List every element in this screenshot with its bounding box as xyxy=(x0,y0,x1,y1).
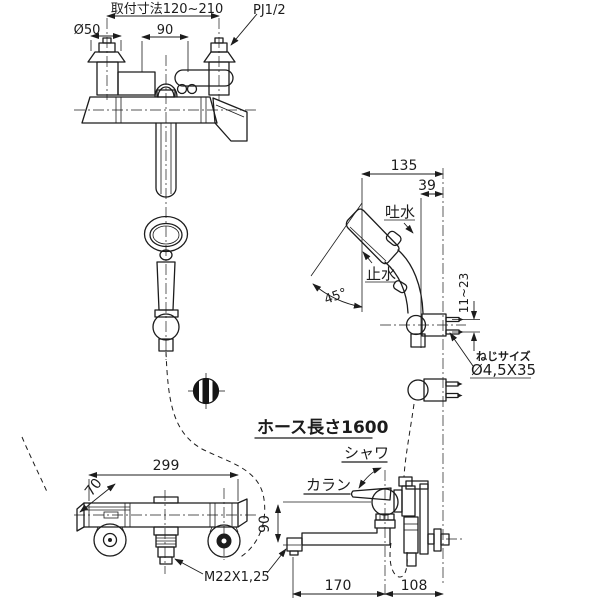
hose-loop xyxy=(389,542,408,578)
hose-length-label: ホース長さ1600 xyxy=(257,418,389,438)
ball-symbol xyxy=(188,373,225,409)
valve-body-front xyxy=(81,96,218,124)
spray-label: 吐水 xyxy=(385,203,415,221)
spout-reach-dim: 170 xyxy=(325,578,352,594)
lower-side-view xyxy=(274,467,462,598)
handle-lever-front xyxy=(174,69,234,87)
wall-clearance-dim: 108 xyxy=(401,578,428,594)
hose-connector-m22 xyxy=(153,526,179,565)
head-angle-label: 45° xyxy=(322,286,349,308)
lever-rotation-arrow xyxy=(358,467,382,489)
thread-type-label: PJ1/2 xyxy=(253,3,286,18)
lever-side xyxy=(350,487,392,501)
spout-side xyxy=(301,527,391,546)
tub-spout-front xyxy=(212,97,248,142)
wall-bracket xyxy=(419,483,429,555)
hose-curve-left xyxy=(21,436,49,495)
hose-curve xyxy=(165,351,266,559)
screw-note-size: Ø4,5X35 xyxy=(471,361,536,379)
shower-outlet xyxy=(398,476,413,487)
center-distance-label: 90 xyxy=(157,23,174,38)
hose-curve-side xyxy=(403,403,415,478)
screw-note-title: ねじサイズ xyxy=(476,349,531,363)
mount-pitch-label: 取付寸法120~210 xyxy=(111,2,224,17)
lower-front-view xyxy=(74,471,287,575)
shower-position-label: シャワ xyxy=(344,444,389,462)
hook-offset-dim: 39 xyxy=(418,178,436,194)
hook-range-label: 11~23 xyxy=(457,273,471,314)
stop-label: 止水 xyxy=(366,265,396,283)
spout-thread-label: M22X1,25 xyxy=(204,570,270,585)
spout-position-label: カラン xyxy=(306,476,351,494)
shower-head-front xyxy=(143,215,189,352)
head-width-dim: 135 xyxy=(391,158,418,174)
lower-hook xyxy=(407,378,463,402)
upper-front-view xyxy=(74,12,258,360)
overall-width-dim: 299 xyxy=(153,458,180,474)
shower-head-side-view xyxy=(310,168,480,584)
spout-height-dim: 90 xyxy=(257,515,273,533)
flange-diameter-label: Ø50 xyxy=(74,23,101,38)
body-depth-dim: 70 xyxy=(82,476,106,500)
